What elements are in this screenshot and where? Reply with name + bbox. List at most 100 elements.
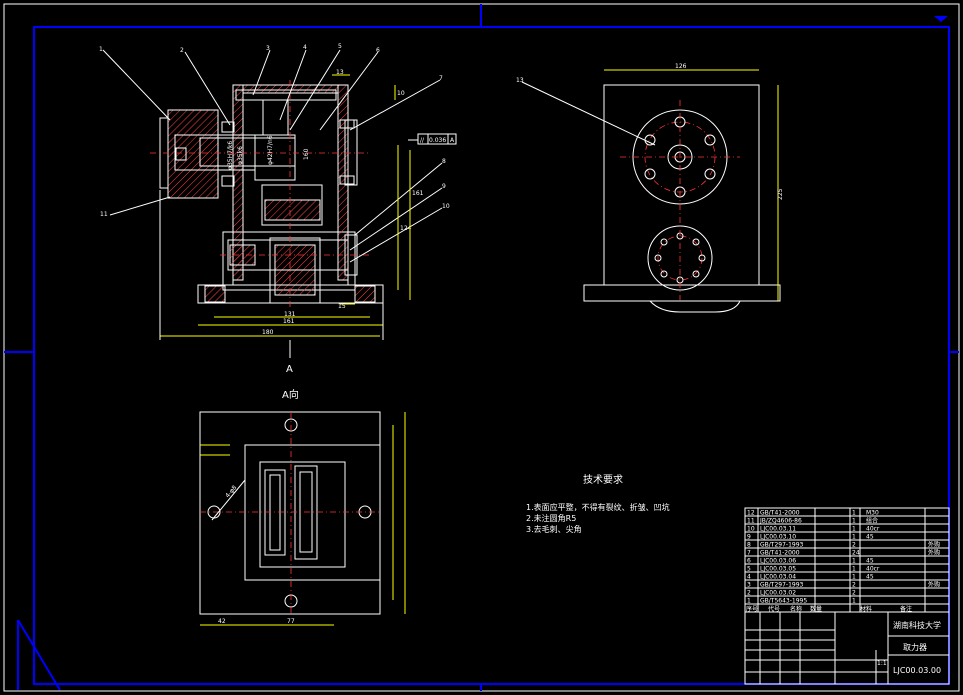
dim-right-big: 161 [412, 190, 424, 197]
balloon-11: 11 [100, 211, 108, 218]
fit-bearing: φ35k6 [237, 146, 244, 165]
drawing-frame [3, 3, 960, 692]
balloon-3: 3 [266, 45, 270, 52]
parts-header-cell: 材料 [860, 605, 872, 613]
parts-cell-no: 2 [747, 590, 751, 597]
dim-right-small: 10 [397, 90, 405, 97]
parts-cell-code: LJC00.03.06 [760, 558, 796, 565]
parts-cell-qty: 1 [852, 518, 856, 525]
parts-cell-mat: 组合 [866, 517, 878, 525]
parts-header-cell: 代号 [768, 605, 780, 613]
tolerance-value: 0.036 [429, 137, 446, 144]
dim-top-small: 13 [336, 69, 344, 76]
fit-depth: 160 [303, 148, 310, 160]
title-part-name: 取力器 [903, 642, 927, 652]
fit-shaft: φ35H7/k6 [227, 141, 234, 170]
front-balloons: 1 2 3 4 5 6 7 8 9 10 11 [99, 43, 450, 263]
hole-note: 4-φ8 [224, 484, 238, 499]
parts-cell-qty: 2 [852, 582, 856, 589]
parts-cell-note: 外购 [928, 549, 940, 557]
balloon-4: 4 [303, 44, 307, 51]
parts-cell-code: GB/T297-1993 [760, 542, 804, 549]
balloon-5: 5 [338, 43, 342, 50]
dim-bottom-middle: 77 [287, 618, 295, 625]
parts-cell-qty: 24 [852, 550, 860, 557]
title-school: 湖南科技大学 [893, 620, 941, 630]
dim-offset: 15 [338, 303, 346, 310]
parts-cell-mat: 45 [866, 558, 874, 565]
parts-cell-note: 外购 [928, 581, 940, 589]
dim-base-width: 161 [283, 318, 295, 325]
parts-cell-note: 外购 [928, 541, 940, 549]
balloon-7: 7 [439, 75, 443, 82]
parts-cell-code: GB/T41-2000 [760, 550, 800, 557]
view-a-arrow-label: A [286, 364, 293, 375]
parts-cell-no: 1 [747, 598, 751, 605]
balloon-10: 10 [442, 203, 450, 210]
parts-cell-code: JB/ZQ4606-86 [759, 518, 802, 525]
parts-header-cell: 名称 [790, 605, 802, 613]
view-a-title: A向 [282, 388, 299, 401]
view-a-bottom: A向 4-φ8 42 77 [199, 388, 406, 626]
tolerance-symbol: // [420, 137, 425, 144]
parts-header-cell: 数量 [810, 605, 822, 613]
parts-header-cell: 序号 [746, 605, 758, 613]
parts-cell-code: LJC00.03.05 [760, 566, 796, 573]
balloon-13: 13 [516, 77, 524, 84]
dim-overall-width: 180 [262, 329, 274, 336]
parts-cell-qty: 1 [852, 566, 856, 573]
parts-cell-no: 9 [747, 534, 751, 541]
tolerance-datum: A [450, 137, 455, 144]
tech-req-1: 1.表面应平整，不得有裂纹、折皱、凹坑 [526, 502, 670, 512]
balloon-9: 9 [442, 183, 446, 190]
dim-bottom-left: 42 [218, 618, 226, 625]
parts-cell-no: 12 [747, 510, 755, 517]
parts-cell-no: 7 [747, 550, 751, 557]
parts-cell-code: LJC00.03.04 [760, 574, 796, 581]
parts-cell-mat: 40cr [866, 566, 880, 573]
title-block: 湖南科技大学 取力器 LJC00.03.00 1:1 [744, 611, 950, 685]
parts-cell-no: 11 [747, 518, 755, 525]
parts-cell-qty: 1 [852, 510, 856, 517]
parts-cell-no: 10 [747, 526, 755, 533]
parts-cell-qty: 1 [852, 574, 856, 581]
front-dimensions: 180 161 131 15 13 10 124 161 // 0.036 A … [159, 69, 457, 340]
balloon-6: 6 [376, 47, 380, 54]
parts-cell-qty: 1 [852, 534, 856, 541]
parts-cell-no: 8 [747, 542, 751, 549]
title-drawing-no: LJC00.03.00 [893, 666, 941, 675]
dim-inner-width: 131 [284, 311, 296, 318]
tech-req-title: 技术要求 [583, 473, 623, 486]
parts-cell-no: 3 [747, 582, 751, 589]
parts-cell-qty: 1 [852, 598, 856, 605]
parts-cell-qty: 2 [852, 542, 856, 549]
parts-cell-mat: 45 [866, 534, 874, 541]
title-scale: 1:1 [877, 660, 887, 667]
parts-cell-code: GB/T41-2000 [760, 510, 800, 517]
parts-cell-mat: 40cr [866, 526, 880, 533]
dim-right-mid: 124 [400, 225, 412, 232]
fit-gear: φ42H7/n6 [267, 135, 274, 165]
dim-side-height: 225 [777, 188, 784, 200]
tech-requirements: 技术要求 1.表面应平整，不得有裂纹、折皱、凹坑 2.未注圆角R5 3.去毛刺、… [526, 473, 670, 534]
parts-cell-qty: 1 [852, 526, 856, 533]
parts-header-cell: 备注 [900, 605, 912, 613]
parts-cell-qty: 1 [852, 558, 856, 565]
parts-cell-mat: 45 [866, 574, 874, 581]
parts-cell-qty: 2 [852, 590, 856, 597]
parts-cell-no: 4 [747, 574, 751, 581]
parts-cell-no: 5 [747, 566, 751, 573]
parts-cell-code: LJC00.03.10 [760, 534, 796, 541]
parts-cell-mat: M30 [866, 510, 879, 517]
front-section-view: A [150, 80, 384, 375]
balloon-1: 1 [99, 46, 103, 53]
parts-cell-code: GB/T297-1993 [760, 582, 804, 589]
parts-cell-code: LJC00.03.11 [760, 526, 796, 533]
parts-cell-code: LJC00.03.02 [760, 590, 796, 597]
side-view: 126 225 13 [516, 63, 784, 313]
parts-cell-no: 6 [747, 558, 751, 565]
dim-side-top: 126 [675, 63, 687, 70]
tech-req-3: 3.去毛刺、尖角 [526, 524, 582, 534]
